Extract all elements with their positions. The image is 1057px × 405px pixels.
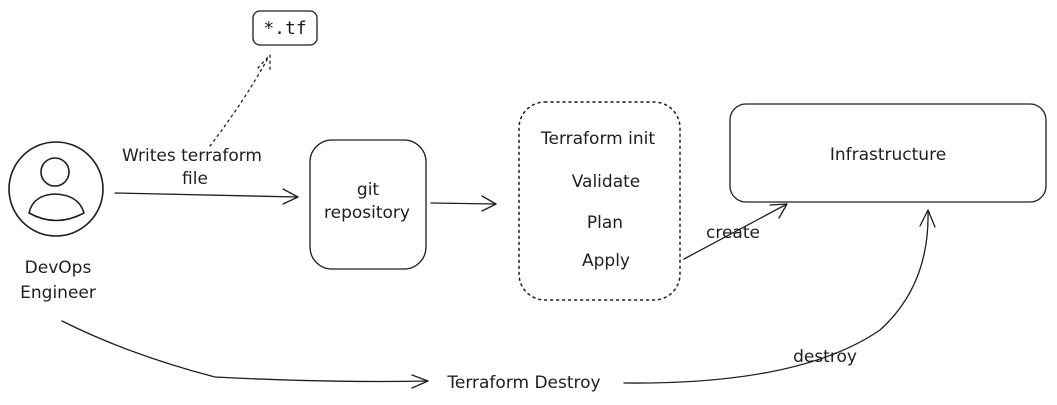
git-label-line2: repository <box>324 203 410 223</box>
dotted-arrow-to-tf <box>209 54 271 147</box>
step-apply: Apply <box>582 251 630 271</box>
arrow-git-to-steps <box>430 195 497 212</box>
arrow-create <box>683 203 788 260</box>
tf-file-node <box>252 10 318 46</box>
git-repository-node <box>309 139 427 270</box>
arrow-destroy-to-infrastructure <box>623 209 936 384</box>
create-label: create <box>706 223 760 243</box>
destroy-command-label: Terraform Destroy <box>446 373 600 393</box>
tf-file-label: *.tf <box>263 18 306 39</box>
infrastructure-label: Infrastructure <box>830 145 946 165</box>
infrastructure-node <box>729 103 1047 203</box>
step-init: Terraform init <box>540 129 655 149</box>
writes-label-line1: Writes terraform <box>122 146 262 166</box>
arrow-actor-to-destroy <box>61 320 429 389</box>
step-validate: Validate <box>572 172 641 192</box>
destroy-label: destroy <box>793 347 857 367</box>
arrow-actor-to-git <box>114 188 299 205</box>
step-plan: Plan <box>587 213 623 233</box>
git-label-line1: git <box>357 180 380 200</box>
actor-label-line2: Engineer <box>20 283 96 303</box>
actor-label-line1: DevOps <box>25 258 92 278</box>
writes-label-line2: file <box>182 169 208 189</box>
terraform-steps-node <box>518 101 681 301</box>
devops-engineer-icon <box>8 141 104 237</box>
